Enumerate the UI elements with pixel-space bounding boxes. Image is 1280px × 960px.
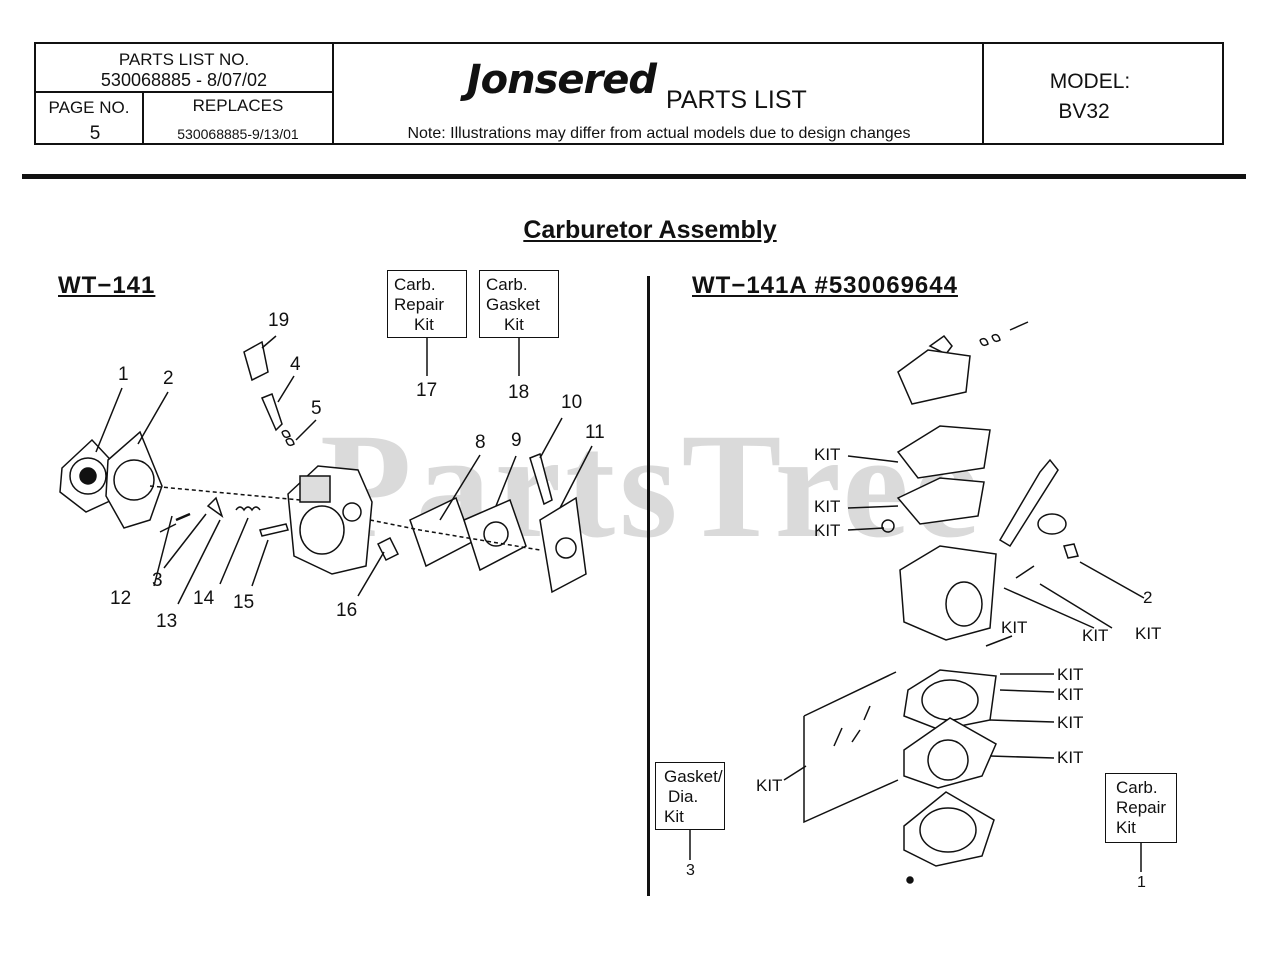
header-rule xyxy=(22,174,1246,179)
callout-15: 15 xyxy=(233,592,255,613)
doc-title: PARTS LIST xyxy=(666,86,807,114)
callout-18: 18 xyxy=(508,382,530,403)
callout-2-right: 2 xyxy=(1143,588,1153,607)
callout-3-right: 3 xyxy=(686,862,695,879)
callout-17: 17 xyxy=(416,380,438,401)
callout-2: 2 xyxy=(163,368,174,389)
parts-list-no-label: PARTS LIST NO. xyxy=(118,50,250,69)
callout-3: 3 xyxy=(152,570,163,591)
callout-9: 9 xyxy=(511,430,522,451)
kit-label: KIT xyxy=(1057,685,1084,704)
kit-label: KIT xyxy=(814,497,841,516)
callout-13: 13 xyxy=(156,611,178,632)
parts-list-no: 530068885 - 8/07/02 xyxy=(100,70,268,90)
carburetor-body-left xyxy=(287,465,373,575)
replaces-value: 530068885-9/13/01 xyxy=(177,126,299,142)
left-variant-label: WT−141 xyxy=(58,272,156,299)
callout-4: 4 xyxy=(290,354,301,375)
kit-label: KIT xyxy=(1135,624,1162,643)
replaces-label: REPLACES xyxy=(192,96,284,115)
kit-label: KIT xyxy=(1082,626,1109,645)
kit-label: KIT xyxy=(756,776,783,795)
header-table: PARTS LIST NO. 530068885 - 8/07/02 PAGE … xyxy=(34,42,1224,145)
page-no: 5 xyxy=(89,123,101,144)
kit-label: KIT xyxy=(814,521,841,540)
callout-1-right: 1 xyxy=(1137,874,1146,891)
kit-label: KIT xyxy=(1057,713,1084,732)
callout-10: 10 xyxy=(561,392,583,413)
brand-logo: Jonsered xyxy=(466,57,657,103)
left-box-carb-repair-kit: Carb. Repair Kit xyxy=(387,270,467,338)
kit-label: KIT xyxy=(1001,618,1028,637)
callout-14: 14 xyxy=(193,588,215,609)
right-variant-label: WT−141A #530069644 xyxy=(692,272,958,299)
right-box-carb-repair-kit: Carb. Repair Kit xyxy=(1105,773,1177,843)
diagram-title: Carburetor Assembly xyxy=(523,216,777,244)
gasket-part-1 xyxy=(59,438,121,513)
model-label: MODEL: xyxy=(1049,70,1131,93)
callout-16: 16 xyxy=(336,600,358,621)
callout-8: 8 xyxy=(475,432,486,453)
page-no-label: PAGE NO. xyxy=(48,98,130,117)
carburetor-body-right xyxy=(896,334,997,884)
gasket-part-2 xyxy=(105,430,163,529)
callout-19: 19 xyxy=(268,310,290,331)
design-note: Note: Illustrations may differ from actu… xyxy=(407,125,911,142)
callout-12: 12 xyxy=(110,588,132,609)
center-divider xyxy=(647,276,650,896)
right-box-gasket-dia-kit: Gasket/ Dia. Kit xyxy=(655,762,725,830)
callout-1: 1 xyxy=(118,364,129,385)
callout-11: 11 xyxy=(585,422,605,443)
kit-label: KIT xyxy=(1057,748,1084,767)
kit-label: KIT xyxy=(1057,665,1084,684)
kit-label: KIT xyxy=(814,445,841,464)
callout-5: 5 xyxy=(311,398,322,419)
model-value: BV32 xyxy=(1058,100,1110,123)
left-box-carb-gasket-kit: Carb. Gasket Kit xyxy=(479,270,559,338)
